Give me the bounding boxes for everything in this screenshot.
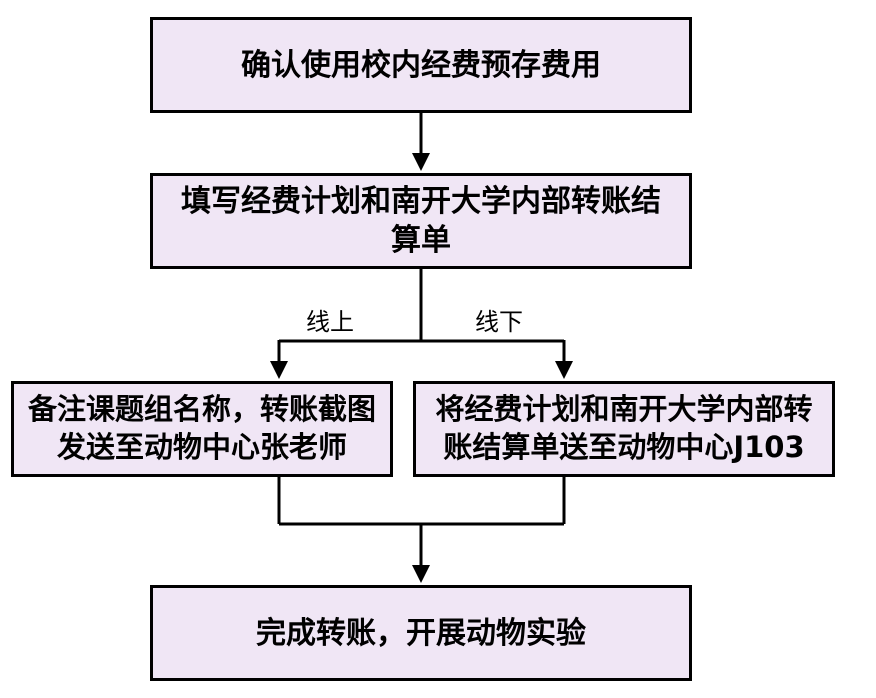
step-online-send-screenshot: 备注课题组名称，转账截图发送至动物中心张老师 bbox=[11, 381, 393, 477]
step-fill-forms: 填写经费计划和南开大学内部转账结算单 bbox=[150, 173, 692, 269]
branch-label-offline: 线下 bbox=[475, 308, 523, 336]
branch-label-online: 线上 bbox=[306, 308, 354, 336]
step-offline-deliver-forms-text: 将经费计划和南开大学内部转账结算单送至动物中心J103 bbox=[435, 392, 813, 464]
step-online-send-screenshot-text: 备注课题组名称，转账截图发送至动物中心张老师 bbox=[27, 392, 376, 464]
step-fill-forms-text: 填写经费计划和南开大学内部转账结算单 bbox=[181, 184, 661, 258]
step-complete-transfer: 完成转账，开展动物实验 bbox=[150, 585, 692, 681]
step-confirm-funding: 确认使用校内经费预存费用 bbox=[150, 17, 692, 113]
step-complete-transfer-text: 完成转账，开展动物实验 bbox=[256, 615, 586, 651]
step-offline-deliver-forms: 将经费计划和南开大学内部转账结算单送至动物中心J103 bbox=[413, 381, 835, 477]
step-confirm-funding-text: 确认使用校内经费预存费用 bbox=[241, 47, 601, 83]
